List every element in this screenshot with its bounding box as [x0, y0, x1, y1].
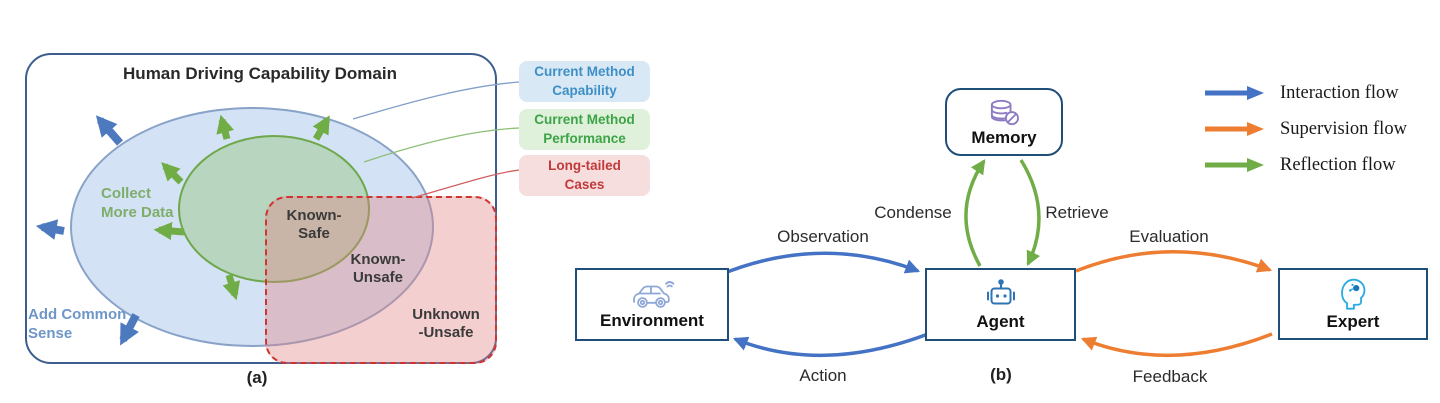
legend-cap-line1: Current Method: [534, 63, 635, 79]
evaluation-label: Evaluation: [1129, 227, 1209, 246]
legend-lt-line2: Cases: [564, 176, 605, 192]
reflection-flow-arrow-icon: [1205, 158, 1264, 172]
legend-long-tailed-cases: Long-tailed Cases: [519, 155, 650, 196]
database-icon: [990, 99, 1019, 125]
legend-perf-line2: Performance: [543, 130, 626, 146]
agent-node: Agent: [925, 268, 1076, 341]
evaluation-arrow: [1075, 250, 1273, 273]
condense-arrow: [964, 159, 986, 267]
known-safe-label: Known- Safe: [287, 207, 342, 243]
expert-label: Expert: [1326, 312, 1380, 331]
sense-line2: Sense: [28, 324, 73, 342]
environment-label: Environment: [600, 311, 704, 330]
unknown-unsafe-line1: Unknown: [412, 306, 480, 323]
legend-reflection-flow: Reflection flow: [1203, 154, 1396, 176]
robot-icon: [986, 279, 1015, 305]
known-unsafe-label: Known- Unsafe: [351, 251, 406, 287]
known-unsafe-line1: Known-: [350, 251, 406, 268]
expert-head-icon: [1341, 278, 1366, 310]
collect-line2: More Data: [101, 203, 174, 221]
panel-a-title: Human Driving Capability Domain: [123, 64, 397, 83]
panel-b-caption: (b): [990, 365, 1012, 384]
interaction-flow-arrow-icon: [1205, 86, 1264, 100]
panel-a-caption: (a): [246, 368, 268, 387]
unknown-unsafe-line2: -Unsafe: [418, 324, 474, 341]
expert-node: Expert: [1278, 268, 1428, 340]
legend-perf-line1: Current Method: [534, 111, 635, 127]
legend-lt-line1: Long-tailed: [548, 157, 621, 173]
environment-node: Environment: [575, 268, 729, 341]
legend-current-method-performance: Current Method Performance: [519, 109, 650, 150]
interaction-flow-label: Interaction flow: [1280, 82, 1399, 103]
retrieve-arrow: [1019, 159, 1041, 266]
condense-label: Condense: [874, 203, 952, 222]
memory-label: Memory: [971, 127, 1037, 147]
legend-supervision-flow: Supervision flow: [1203, 118, 1407, 140]
collect-more-data-label: Collect More Data: [101, 185, 174, 223]
known-safe-line2: Safe: [298, 225, 330, 242]
observation-arrow: [721, 251, 921, 276]
add-common-sense-label: Add Common Sense: [28, 306, 126, 344]
action-arrow: [732, 332, 929, 358]
feedback-arrow: [1080, 332, 1273, 358]
legend-current-method-capability: Current Method Capability: [519, 61, 650, 102]
known-safe-line1: Known-: [286, 207, 342, 224]
collect-line1: Collect: [101, 185, 152, 202]
agent-label: Agent: [976, 312, 1025, 331]
long-tailed-cases-region: [265, 196, 497, 364]
legend-cap-line2: Capability: [552, 82, 617, 98]
supervision-flow-label: Supervision flow: [1280, 118, 1407, 139]
action-label: Action: [799, 366, 847, 385]
reflection-flow-label: Reflection flow: [1280, 154, 1396, 175]
observation-label: Observation: [777, 227, 869, 246]
legend-interaction-flow: Interaction flow: [1203, 82, 1399, 104]
supervision-flow-arrow-icon: [1205, 122, 1264, 136]
known-unsafe-line2: Unsafe: [352, 269, 404, 286]
feedback-label: Feedback: [1132, 367, 1208, 386]
unknown-unsafe-label: Unknown -Unsafe: [412, 306, 480, 342]
car-icon: [633, 281, 675, 308]
sense-line1: Add Common: [28, 306, 127, 323]
memory-node: Memory: [945, 88, 1063, 156]
retrieve-label: Retrieve: [1045, 203, 1109, 222]
